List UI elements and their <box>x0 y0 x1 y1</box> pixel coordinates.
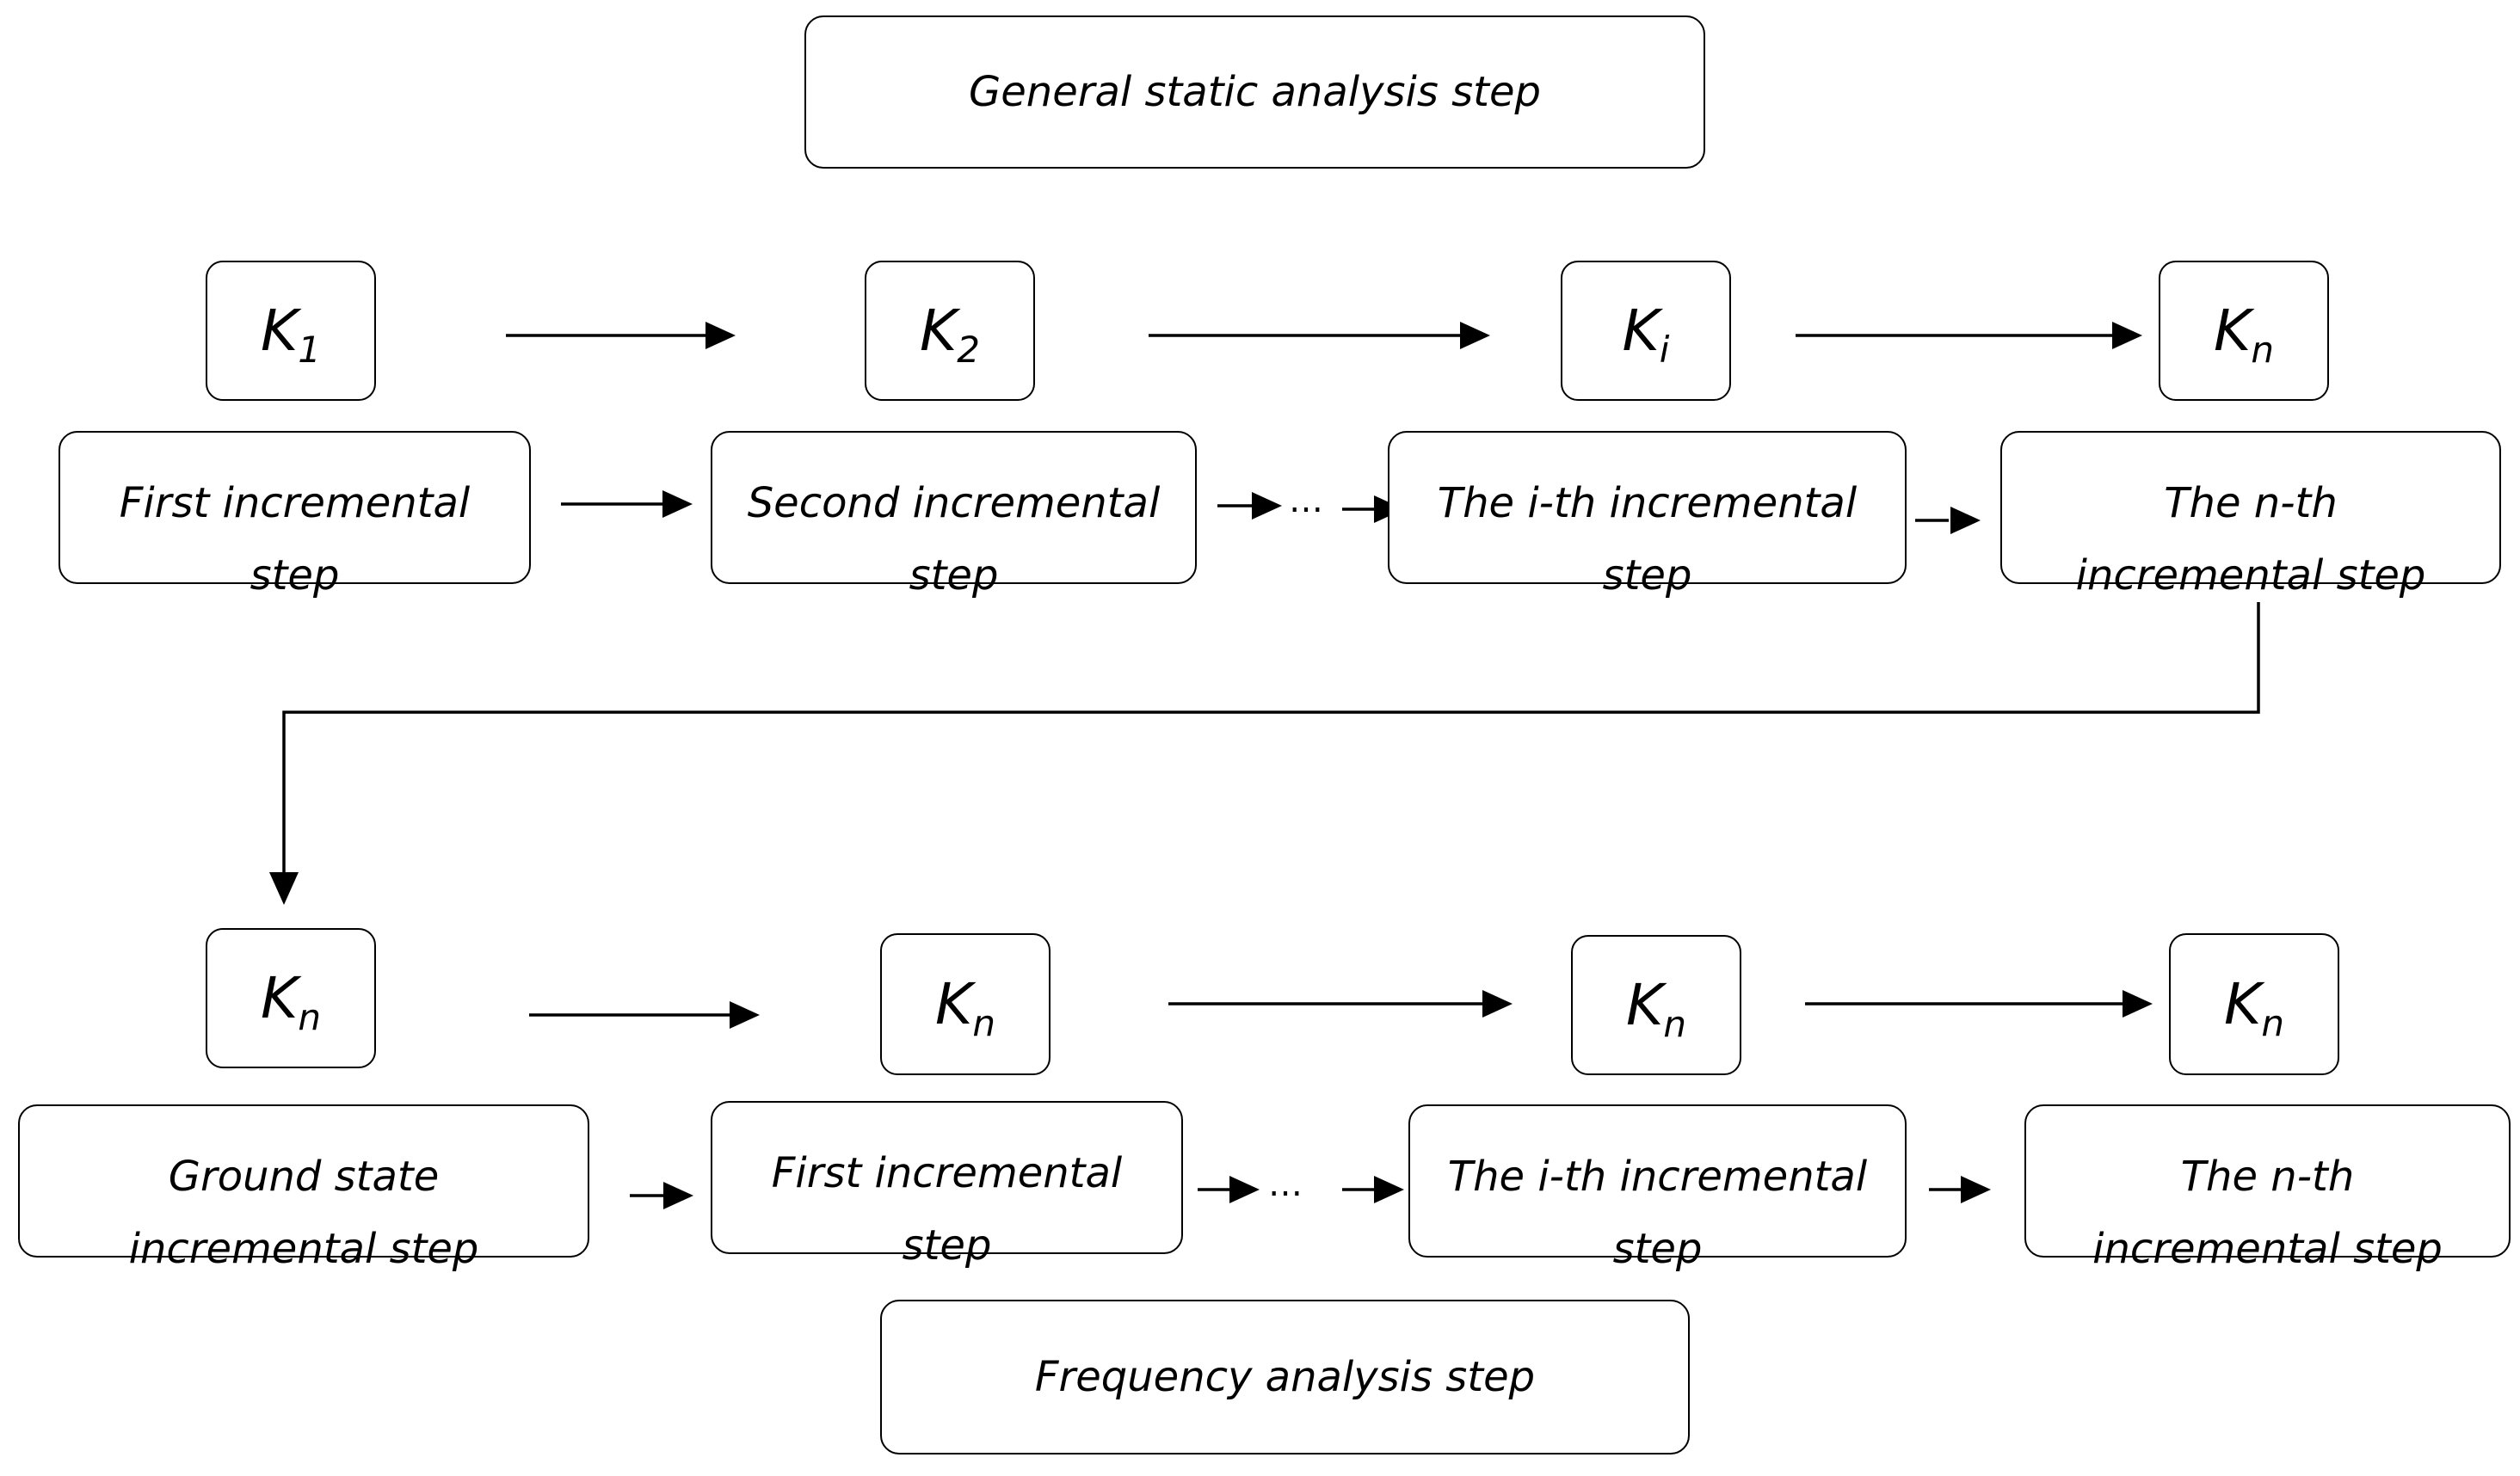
arrowhead <box>1374 1176 1404 1203</box>
stiffness-matrix-kn: Kn <box>1571 935 1741 1075</box>
matrix-label: Kn <box>2224 970 2284 1044</box>
matrix-label: K2 <box>919 297 980 371</box>
arrowhead <box>1252 492 1282 520</box>
matrix-label: Ki <box>1622 297 1670 371</box>
stiffness-matrix-ki: Ki <box>1561 261 1731 401</box>
frequency-analysis-label: Frequency analysis step <box>1034 1353 1536 1401</box>
matrix-label: K1 <box>260 297 321 371</box>
general-static-analysis-label: General static analysis step <box>969 68 1541 116</box>
stiffness-matrix-kn: Kn <box>2159 261 2329 401</box>
matrix-label: Kn <box>935 970 995 1044</box>
arrowhead <box>1482 990 1513 1018</box>
arrowhead <box>663 1182 693 1209</box>
arrowhead <box>1229 1176 1260 1203</box>
stiffness-matrix-kn: Kn <box>880 933 1051 1075</box>
stiffness-matrix-kn: Kn <box>206 928 376 1068</box>
arrowhead <box>705 322 736 349</box>
arrowhead <box>269 872 299 905</box>
stiffness-matrix-k1: K1 <box>206 261 376 401</box>
arrowhead <box>2112 322 2142 349</box>
arrowhead <box>1460 322 1490 349</box>
ellipsis: … <box>1268 1165 1306 1204</box>
arrowhead <box>1950 507 1981 534</box>
matrix-label: Kn <box>2214 297 2274 371</box>
arrowhead <box>730 1001 760 1029</box>
arrowhead <box>2123 990 2153 1018</box>
stiffness-matrix-k2: K2 <box>865 261 1035 401</box>
ellipsis: … <box>1289 481 1327 520</box>
elbow-connector <box>282 602 2260 877</box>
matrix-label: Kn <box>1626 971 1686 1045</box>
frequency-analysis-box: Frequency analysis step <box>880 1300 1690 1454</box>
general-static-analysis-box: General static analysis step <box>804 15 1705 169</box>
matrix-label: Kn <box>261 964 321 1038</box>
arrowhead <box>1961 1176 1991 1203</box>
arrowhead <box>662 490 693 518</box>
stiffness-matrix-kn: Kn <box>2169 933 2339 1075</box>
